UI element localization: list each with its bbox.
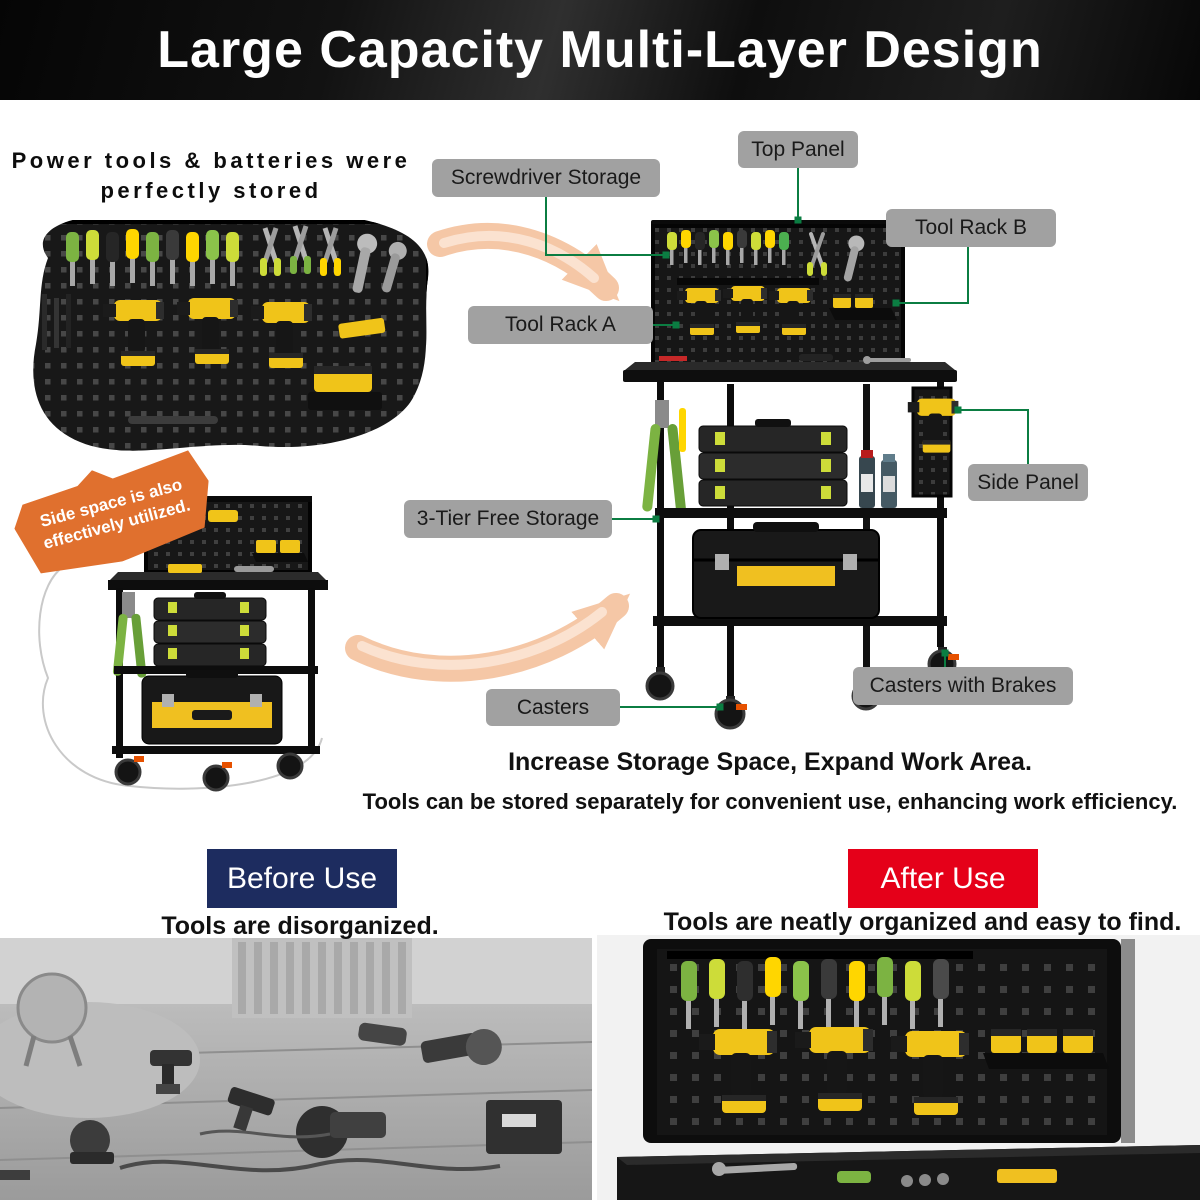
callout-top-panel: Top Panel	[738, 131, 858, 168]
before-photo	[0, 938, 592, 1200]
middle-shelf-storage	[655, 419, 947, 518]
intro-caption-line2: perfectly stored	[100, 178, 322, 203]
summary-line1: Increase Storage Space, Expand Work Area…	[508, 748, 1032, 776]
work-top	[623, 354, 957, 382]
summary-line2: Tools can be stored separately for conve…	[362, 789, 1178, 814]
stool	[16, 972, 88, 1067]
tool-rack-b	[829, 294, 897, 320]
left-hanging-tools	[642, 400, 687, 516]
before-caption: Tools are disorganized.	[161, 912, 439, 940]
callout-side-panel: Side Panel	[968, 464, 1088, 501]
callout-3-tier-storage: 3-Tier Free Storage	[404, 500, 612, 538]
side-panel-area	[907, 386, 959, 498]
main-cart-image	[623, 220, 959, 730]
wrench-icon	[352, 233, 378, 293]
callout-tool-rack-b: Tool Rack B	[886, 209, 1056, 247]
screwdriver-storage-area	[667, 230, 789, 265]
flow-arrow-bottom	[345, 593, 631, 682]
after-worktop	[617, 1145, 1200, 1200]
pegboard-photo-content	[33, 209, 429, 451]
before-use-badge: Before Use	[207, 849, 397, 908]
intro-caption-line1: Power tools & batteries were	[11, 148, 411, 173]
pliers-area	[807, 232, 865, 282]
after-photo	[597, 935, 1200, 1200]
flow-arrow-top	[427, 223, 620, 302]
page-title: Large Capacity Multi-Layer Design	[157, 21, 1043, 79]
after-use-badge: After Use	[848, 849, 1038, 908]
callout-casters: Casters	[486, 689, 620, 726]
summary-text: Increase Storage Space, Expand Work Area…	[350, 748, 1190, 815]
tool-rack-a	[677, 278, 819, 335]
callout-tool-rack-a: Tool Rack A	[468, 306, 653, 344]
scattered-tools	[0, 1022, 562, 1180]
intro-caption: Power tools & batteries were perfectly s…	[5, 146, 417, 206]
radiator	[232, 938, 412, 1018]
callout-screwdriver-storage: Screwdriver Storage	[432, 159, 660, 197]
callout-casters-with-brakes: Casters with Brakes	[853, 667, 1073, 705]
after-pegboard	[643, 939, 1135, 1143]
bottom-shelf-toolbox	[653, 522, 947, 626]
after-caption: Tools are neatly organized and easy to f…	[663, 908, 1182, 936]
pegboard-tools-image	[33, 209, 429, 451]
header-banner: Large Capacity Multi-Layer Design	[0, 0, 1200, 100]
